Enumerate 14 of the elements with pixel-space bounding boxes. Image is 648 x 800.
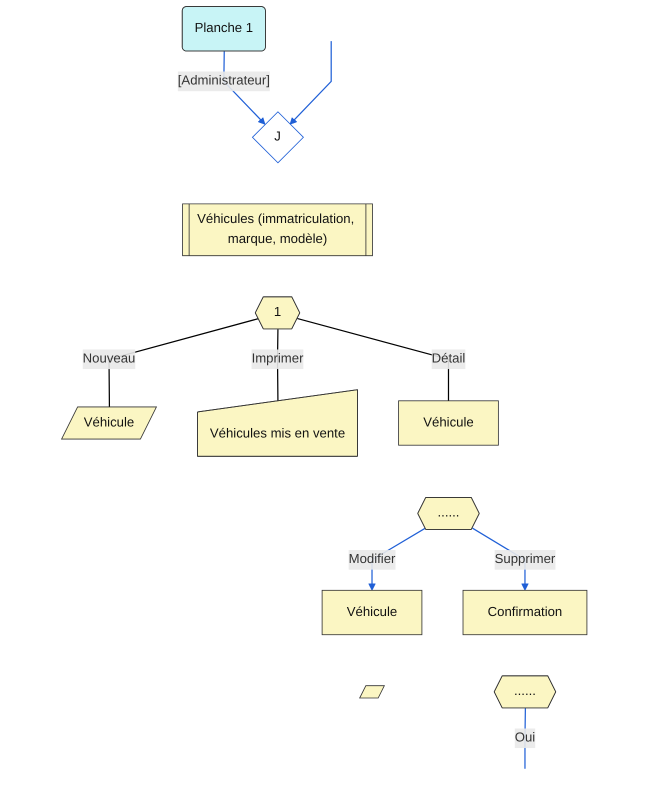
node-box: Confirmation (462, 590, 588, 636)
edge-label: Oui (514, 730, 535, 745)
edge-label: Supprimer (494, 552, 556, 566)
edge-label: Détail (431, 352, 466, 366)
connector (524, 708, 526, 769)
node-diamond: J (252, 111, 304, 164)
node-box: Véhicule (321, 590, 422, 636)
edge-label: [Administrateur] (178, 74, 270, 88)
arrow (289, 41, 332, 125)
node-parallelogram (358, 685, 385, 698)
edge-label: Modifier (348, 552, 396, 566)
edge-label: Nouveau (82, 352, 136, 366)
edge-label: Imprimer (251, 352, 304, 366)
node-box: Véhicule (398, 400, 499, 446)
